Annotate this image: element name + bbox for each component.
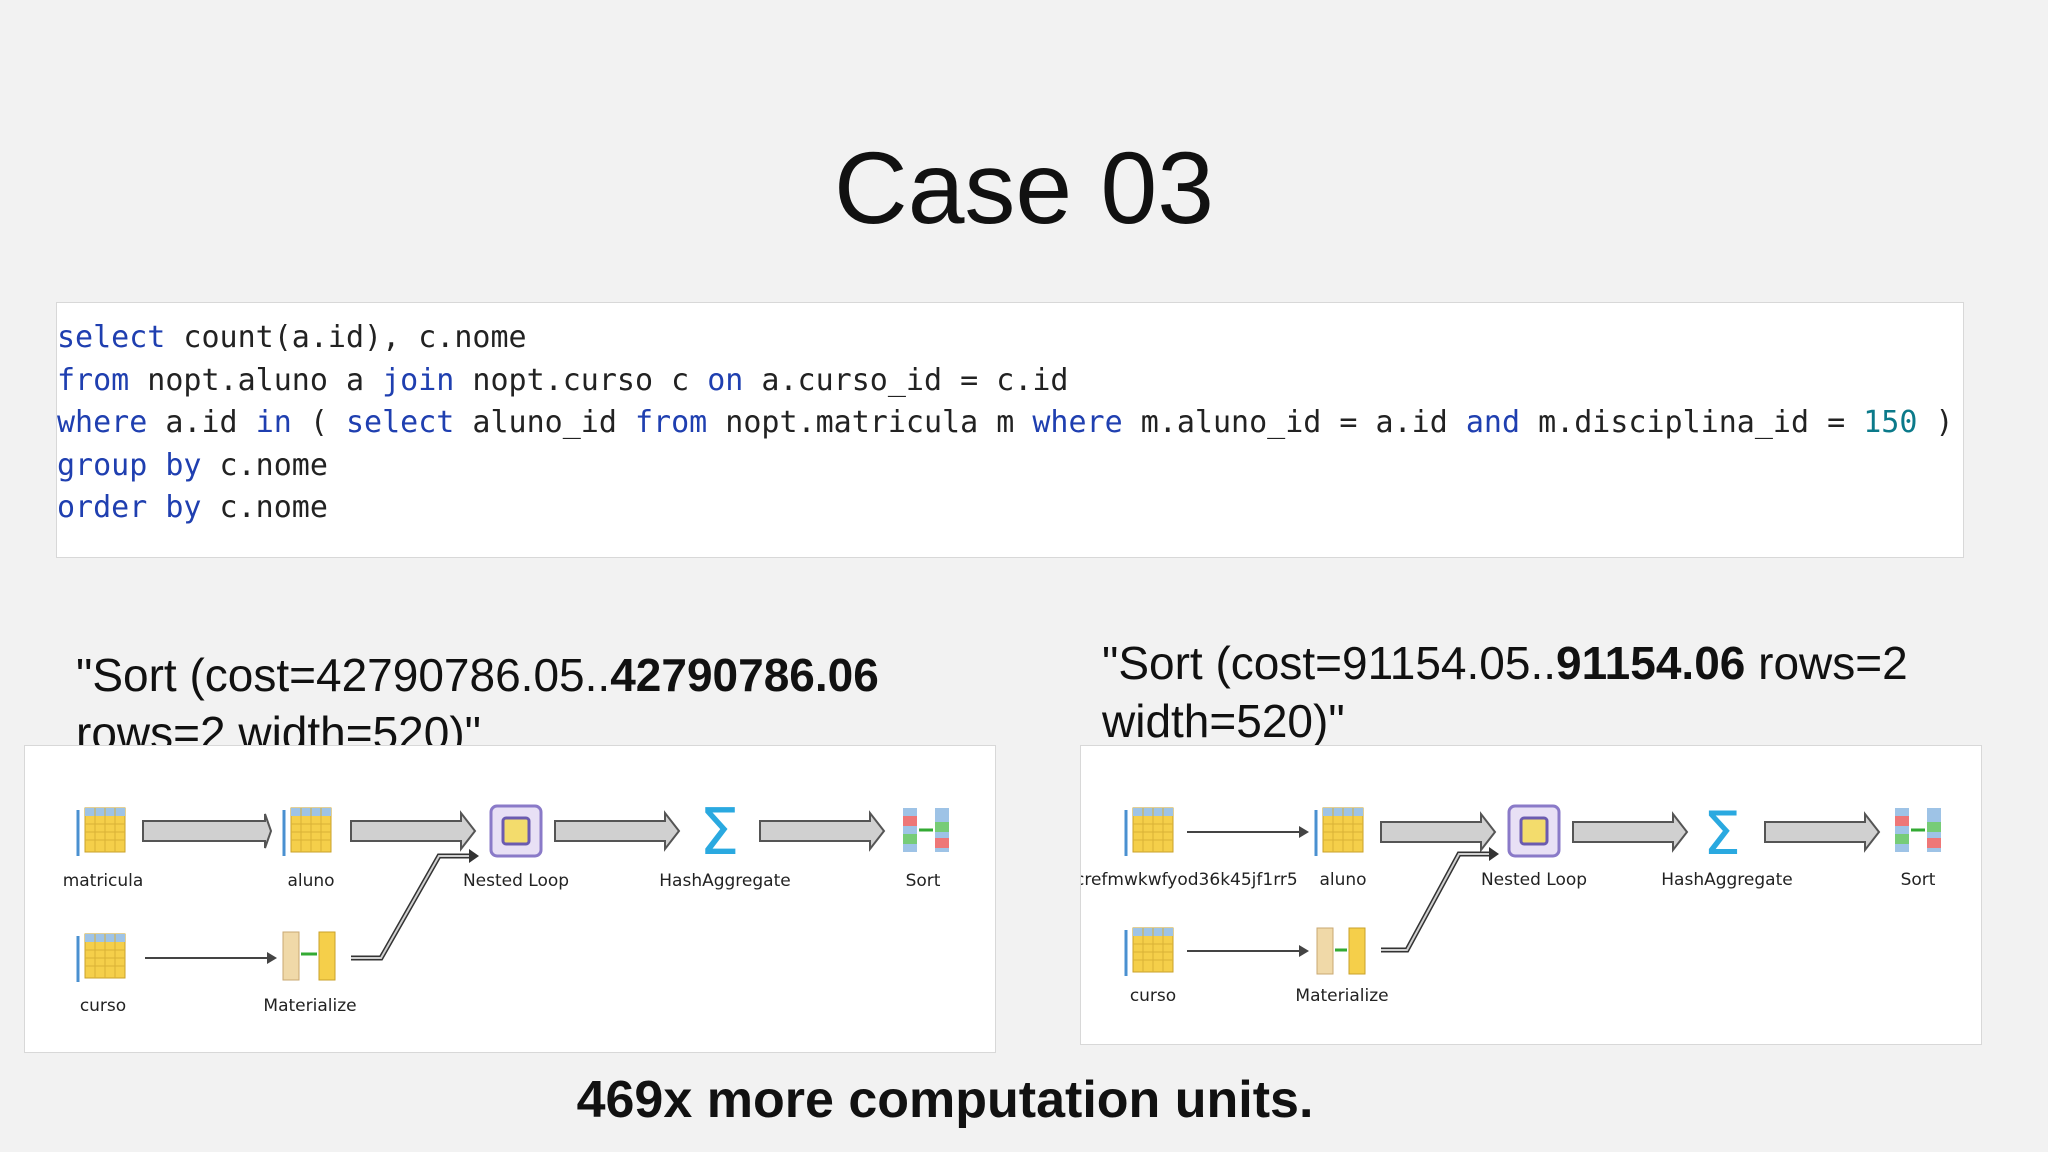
sql-number: 150 — [1863, 405, 1918, 440]
sql-keyword: and — [1465, 405, 1521, 440]
right-plan-graphic: Σ — [1124, 799, 1941, 978]
node-label-aluno: aluno — [1319, 870, 1367, 890]
node-label-sort: Sort — [905, 871, 941, 891]
sql-keyword: from — [57, 362, 130, 398]
node-label-aluno: aluno — [287, 871, 335, 891]
curso-scan-icon — [76, 932, 127, 984]
curso-scan-icon — [1124, 926, 1175, 978]
index-scan-icon — [1124, 806, 1175, 858]
sigma-icon: Σ — [699, 796, 739, 870]
arrow-nested-loop-to-hashaggregate — [1572, 813, 1688, 851]
sort-icon — [1895, 808, 1941, 852]
node-label-hashaggregate: HashAggregate — [1661, 870, 1793, 890]
sql-keyword: group by — [57, 447, 202, 483]
sql-text: ) — [1917, 405, 1954, 440]
arrow-materialize-to-nested-loop — [1381, 847, 1499, 953]
arrow-index-to-aluno — [1187, 826, 1309, 838]
sql-text: c.nome — [201, 447, 328, 483]
svg-text:Σ: Σ — [1703, 799, 1741, 869]
arrow-hashaggregate-to-sort — [1764, 813, 1880, 851]
sql-keyword: join — [382, 362, 455, 398]
sql-keyword: on — [707, 362, 744, 398]
arrow-aluno-to-nested-loop — [1380, 813, 1496, 851]
code-line: from nopt.aluno a join nopt.curso c on a… — [57, 360, 1963, 403]
sql-keyword: from — [635, 405, 708, 440]
sql-keyword: where — [57, 405, 148, 440]
sql-text: nopt.matricula m — [707, 405, 1033, 440]
arrow-nested-loop-to-hashaggregate — [554, 812, 680, 850]
materialize-icon — [1316, 927, 1366, 975]
node-label-matricula: matricula — [62, 871, 144, 891]
nested-loop-icon — [489, 804, 543, 858]
left-plan-graphic: Σ — [76, 796, 949, 984]
sql-text: nopt.aluno a — [129, 362, 383, 398]
left-caption-total-cost: 42790786.06 — [610, 649, 879, 701]
code-line: where a.id in ( select aluno_id from nop… — [57, 402, 1963, 445]
sql-text: a.id — [147, 405, 256, 440]
sql-text: m.aluno_id = a.id — [1122, 405, 1466, 440]
arrow-curso-to-materialize — [145, 952, 277, 964]
node-label-materialize: Materialize — [263, 996, 357, 1016]
right-caption-total-cost: 91154.06 — [1556, 637, 1746, 689]
sort-icon — [903, 808, 949, 852]
code-line: group by c.nome — [57, 445, 1963, 488]
node-label-materialize: Materialize — [1295, 986, 1389, 1006]
arrow-aluno-to-nested-loop — [350, 812, 476, 850]
sigma-icon: Σ — [1703, 799, 1741, 869]
sql-keyword: select — [57, 320, 166, 355]
right-caption-cost: "Sort (cost=91154.05.. — [1102, 637, 1557, 689]
nested-loop-icon — [1507, 804, 1561, 858]
code-line: order by c.nome — [57, 487, 1963, 530]
right-caption-rows: rows=2 width=520)" — [1102, 637, 1908, 747]
code-line: select count(a.id), c.nome — [57, 317, 1963, 360]
sql-keyword: where — [1032, 405, 1123, 440]
sql-keyword: in — [255, 405, 292, 440]
node-label-curso: curso — [79, 996, 127, 1016]
right-query-plan: Σ crefmwkwfyod36k45jf1rr5 aluno — [1080, 745, 1982, 1045]
left-query-plan: Σ matricula aluno Nested Loop — [24, 745, 996, 1053]
left-caption: "Sort (cost=42790786.05..42790786.06 row… — [76, 646, 879, 762]
aluno-scan-icon — [1314, 806, 1365, 858]
right-caption: "Sort (cost=91154.05..91154.06 rows=2 wi… — [1102, 634, 2002, 750]
svg-text:Σ: Σ — [699, 796, 739, 870]
arrow-curso-to-materialize — [1187, 945, 1309, 957]
node-label-nested-loop: Nested Loop — [462, 871, 570, 891]
aluno-scan-icon — [282, 806, 333, 858]
sql-text: count(a.id), c.nome — [165, 320, 527, 355]
node-label-sort: Sort — [1900, 870, 1936, 890]
sql-text: c.nome — [201, 490, 328, 525]
matricula-scan-icon — [76, 806, 127, 858]
left-caption-cost: "Sort (cost=42790786.05.. — [76, 649, 611, 701]
node-label-curso: curso — [1129, 986, 1177, 1006]
sql-keyword: order by — [57, 490, 202, 525]
sql-keyword: select — [346, 405, 455, 440]
arrow-hashaggregate-to-sort — [759, 812, 885, 850]
node-label-nested-loop: Nested Loop — [1480, 870, 1588, 890]
sql-text: ( — [291, 405, 346, 440]
node-label-index: crefmwkwfyod36k45jf1rr5 — [1080, 870, 1298, 890]
materialize-icon — [282, 931, 336, 981]
arrow-materialize-to-nested-loop — [351, 849, 479, 961]
sql-text: a.curso_id = c.id — [743, 362, 1069, 398]
sql-text: nopt.curso c — [454, 362, 708, 398]
slide-title: Case 03 — [834, 131, 1214, 245]
sql-text: m.disciplina_id = — [1520, 405, 1864, 440]
node-label-hashaggregate: HashAggregate — [659, 871, 791, 891]
sql-text: aluno_id — [454, 405, 635, 440]
footer-note: 469x more computation units. — [576, 1071, 1314, 1129]
